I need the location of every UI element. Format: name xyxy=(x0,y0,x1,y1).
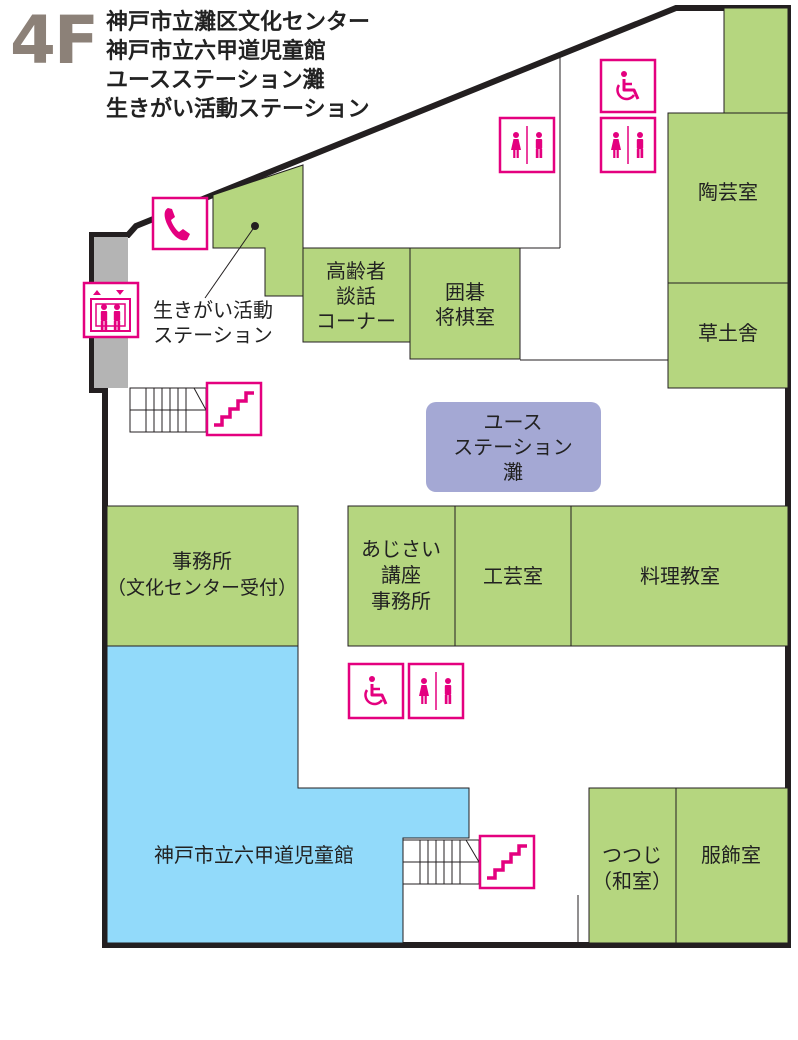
staircase-lower xyxy=(402,839,480,885)
room-dress xyxy=(675,787,789,944)
room-label-pottery: 陶芸室 xyxy=(698,180,758,204)
room-ajisai-office xyxy=(347,505,456,647)
room-cooking xyxy=(570,505,789,647)
room-tsutsuji xyxy=(588,787,677,944)
telephone-icon xyxy=(151,196,209,251)
callout-leader-line xyxy=(204,225,256,299)
callout-ikigai-1: 生きがい活動 xyxy=(153,298,273,322)
room-ikigai-station xyxy=(212,164,304,297)
stairs-icon-lower xyxy=(478,834,536,890)
room-pottery-upper xyxy=(723,7,789,114)
stairs-icon-upper xyxy=(205,381,263,437)
room-label-childrens-hall: 神戸市立六甲道児童館 xyxy=(154,843,354,867)
room-label-dress: 服飾室 xyxy=(701,843,761,867)
room-label-ajisai-1: あじさい xyxy=(361,537,441,561)
room-label-tsutsuji-1: つつじ xyxy=(602,843,662,867)
room-label-youth-2: ステーション xyxy=(453,435,573,459)
room-label-go-shogi-1: 囲碁 xyxy=(445,280,485,304)
room-label-youth-1: ユース xyxy=(484,410,543,434)
accessible-toilet-icon-upper xyxy=(599,58,657,114)
room-label-cooking: 料理教室 xyxy=(640,564,720,588)
building-name-ikigai-station: 生きがい活動ステーション xyxy=(106,97,370,122)
accessible-toilet-icon-lower xyxy=(347,662,405,720)
building-name-culture-center: 神戸市立灘区文化センター xyxy=(106,10,371,35)
room-label-office-2: （文化センター受付） xyxy=(107,577,297,599)
room-pottery xyxy=(667,112,789,284)
restroom-icon-upper-right xyxy=(599,116,657,174)
room-label-office-1: 事務所 xyxy=(172,549,232,573)
area-youth-station xyxy=(426,402,601,492)
restroom-icon-upper-left xyxy=(498,116,556,174)
room-craft xyxy=(454,505,572,647)
room-senior-corner xyxy=(302,247,411,343)
callout-ikigai-2: ステーション xyxy=(153,323,273,347)
room-soudosha xyxy=(667,282,789,389)
room-office xyxy=(106,505,299,647)
room-label-ajisai-3: 事務所 xyxy=(371,589,431,613)
floor-number: 4F xyxy=(10,2,99,79)
room-label-senior-2: 談話 xyxy=(336,284,376,308)
elevator-icon xyxy=(82,281,140,339)
building-name-childrens-hall: 神戸市立六甲道児童館 xyxy=(106,39,327,64)
room-label-senior-1: 高齢者 xyxy=(326,259,386,283)
building-names: 神戸市立灘区文化センター 神戸市立六甲道児童館 ユースステーション灘 生きがい活… xyxy=(106,8,370,124)
building-name-youth-station: ユースステーション灘 xyxy=(106,68,325,93)
room-label-senior-3: コーナー xyxy=(316,309,396,333)
room-label-go-shogi-2: 将棋室 xyxy=(435,305,495,329)
room-label-youth-3: 灘 xyxy=(503,460,523,484)
area-childrens-hall xyxy=(106,645,470,944)
room-label-craft: 工芸室 xyxy=(483,564,543,588)
staircase-upper xyxy=(129,387,207,433)
room-label-soudosha: 草土舎 xyxy=(698,321,758,345)
restroom-icon-lower xyxy=(407,662,465,720)
room-go-shogi xyxy=(409,247,521,360)
room-label-tsutsuji-2: （和室） xyxy=(592,869,672,893)
room-label-ajisai-2: 講座 xyxy=(381,563,421,587)
